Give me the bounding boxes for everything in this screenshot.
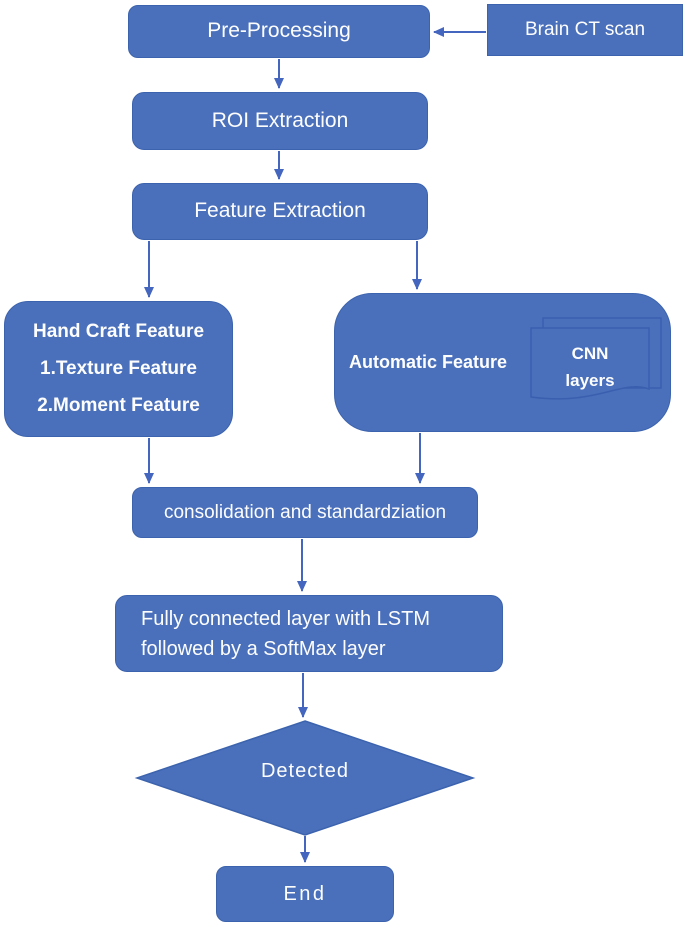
node-consolidation-standardziation: consolidation and standardziation — [132, 487, 478, 538]
node-detected-label: Detected — [260, 760, 350, 782]
node-hand-craft-feature: Hand Craft Feature 1.Texture Feature 2.M… — [4, 301, 233, 437]
hand-craft-item-moment: 2.Moment Feature — [37, 394, 200, 416]
node-fully-connected-lstm-softmax: Fully connected layer with LSTM followed… — [115, 595, 503, 672]
fully-connected-line2: followed by a SoftMax layer — [141, 637, 386, 660]
node-consolidation-label: consolidation and standardziation — [163, 501, 447, 523]
node-brain-ct-scan: Brain CT scan — [487, 4, 683, 56]
automatic-feature-label: Automatic Feature — [349, 352, 508, 373]
node-end: End — [216, 866, 394, 922]
cnn-layers-line2: layers — [565, 371, 615, 390]
node-pre-processing-label: Pre-Processing — [207, 19, 351, 43]
node-end-label: End — [283, 882, 327, 905]
node-pre-processing: Pre-Processing — [128, 5, 430, 58]
node-feature-extraction-label: Feature Extraction — [194, 199, 366, 223]
cnn-layers-line1: CNN — [571, 344, 609, 363]
node-roi-extraction: ROI Extraction — [132, 92, 428, 150]
hand-craft-title: Hand Craft Feature — [32, 321, 205, 343]
fully-connected-line1: Fully connected layer with LSTM — [141, 607, 431, 630]
node-feature-extraction: Feature Extraction — [132, 183, 428, 240]
node-automatic-feature: Automatic Feature CNN layers — [334, 293, 671, 432]
hand-craft-item-texture: 1.Texture Feature — [40, 358, 197, 380]
node-roi-extraction-label: ROI Extraction — [211, 108, 349, 132]
node-brain-ct-scan-label: Brain CT scan — [524, 19, 646, 41]
cnn-layers-document-icon — [530, 317, 662, 400]
cnn-layers-label: CNN layers — [531, 340, 649, 394]
